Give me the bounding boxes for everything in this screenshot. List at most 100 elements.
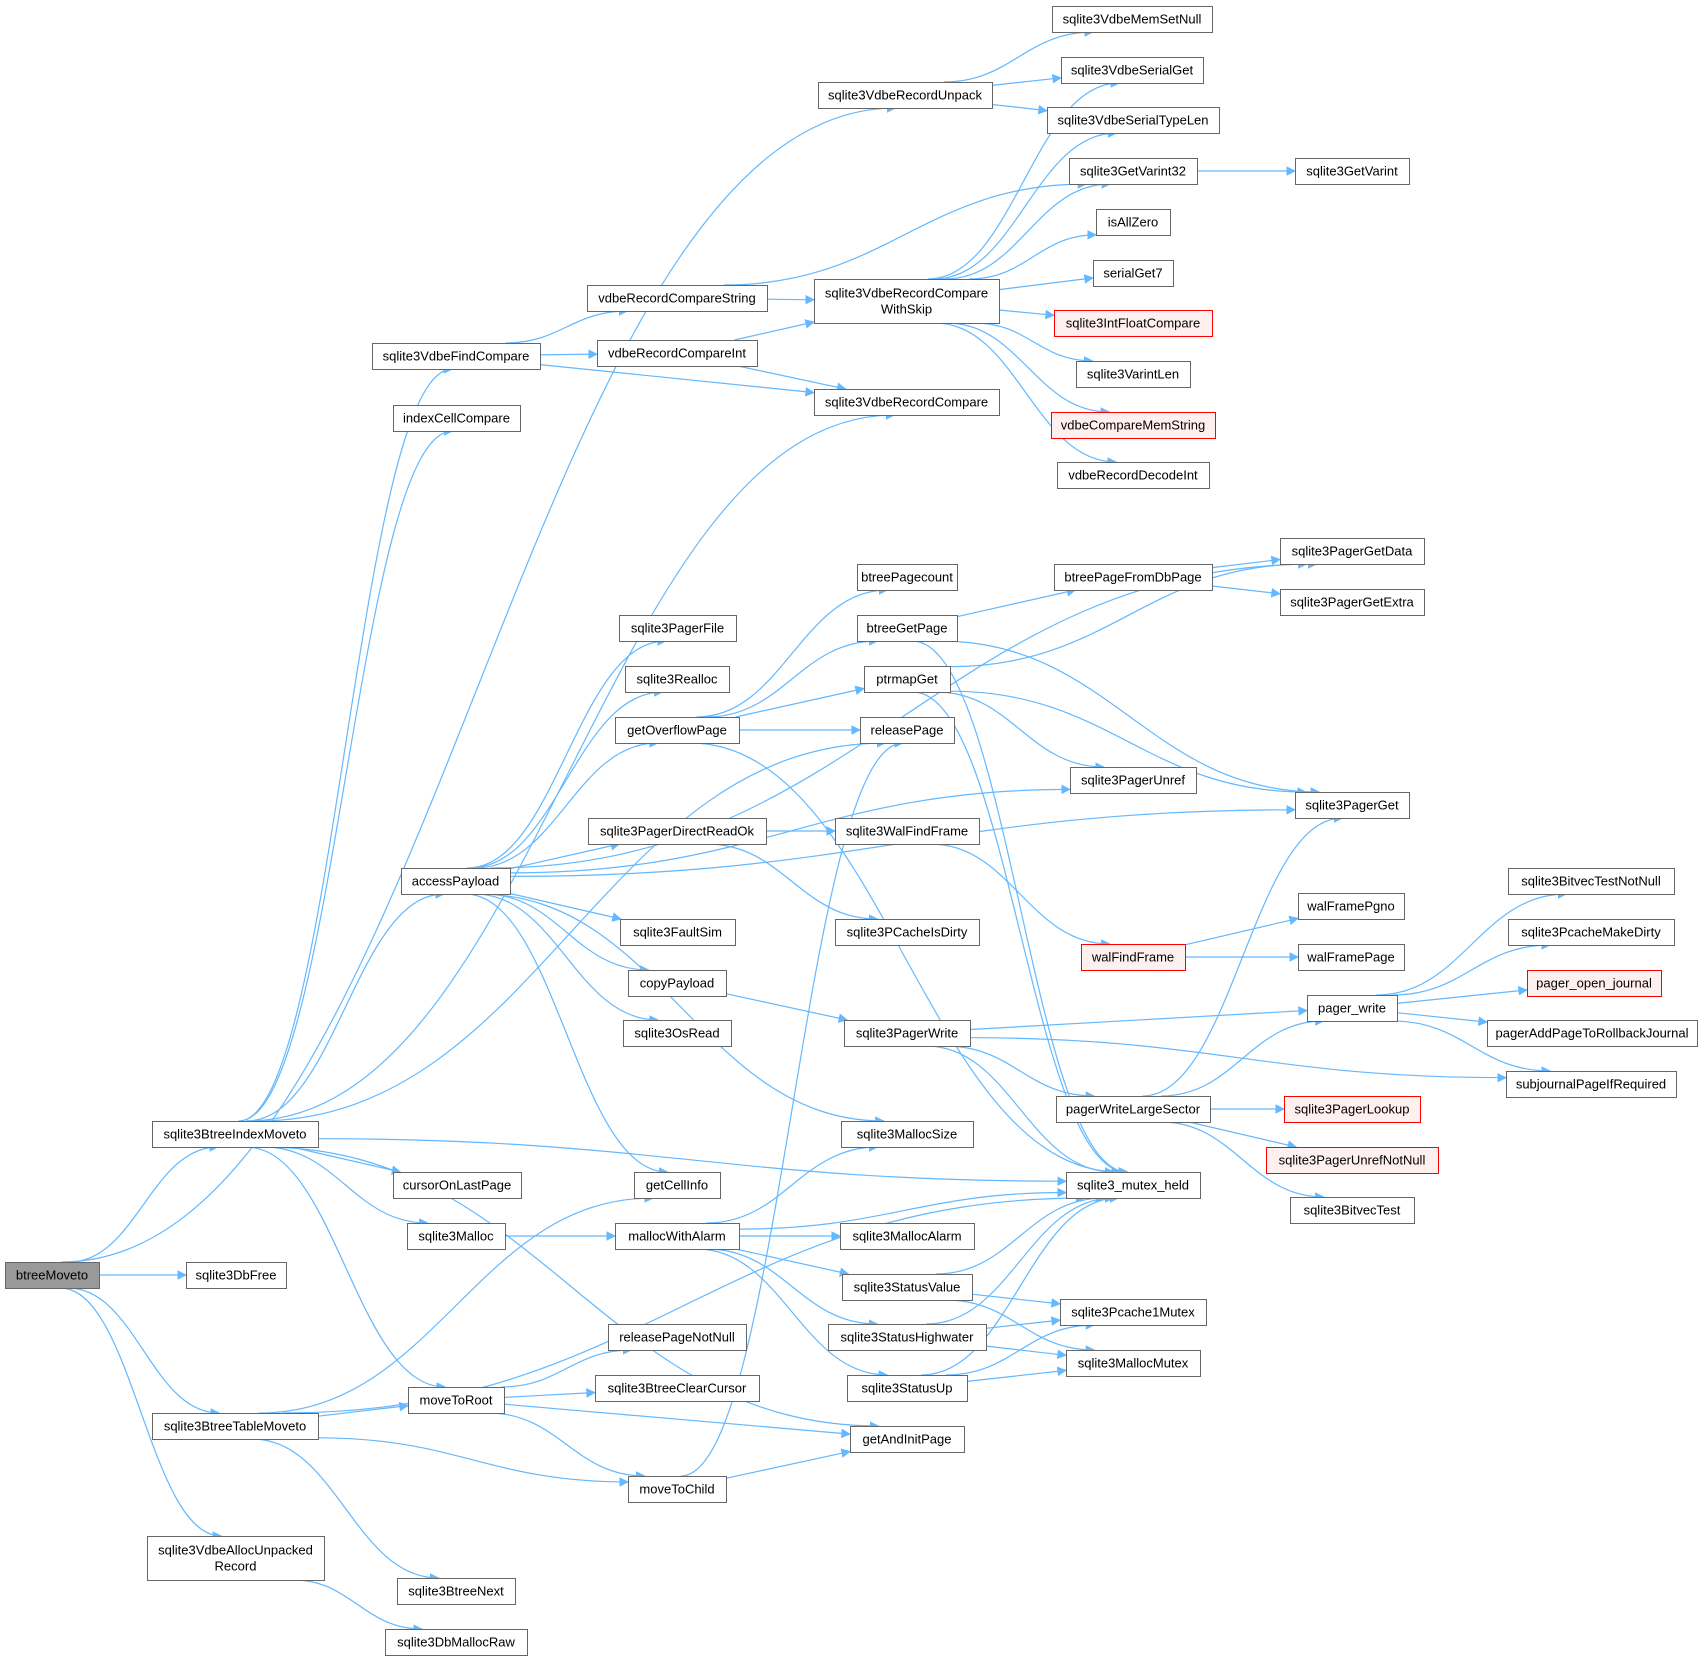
node-label: vdbeRecordCompareString [598, 291, 756, 306]
node-sqlite3-malloc-alarm[interactable]: sqlite3MallocAlarm [840, 1223, 975, 1250]
node-pager-open-journal[interactable]: pager_open_journal [1527, 970, 1662, 997]
node-sqlite3-fault-sim[interactable]: sqlite3FaultSim [620, 919, 736, 946]
node-sqlite3-vdbe-record-unpack[interactable]: sqlite3VdbeRecordUnpack [818, 82, 993, 109]
node-sqlite3-vdbe-mem-set-null[interactable]: sqlite3VdbeMemSetNull [1052, 6, 1213, 33]
node-sqlite3-btree-index-moveto[interactable]: sqlite3BtreeIndexMoveto [152, 1121, 319, 1148]
node-wal-frame-pgno[interactable]: walFramePgno [1298, 893, 1405, 920]
node-sqlite3-pager-get-data[interactable]: sqlite3PagerGetData [1280, 538, 1425, 565]
node-sqlite3-malloc-size[interactable]: sqlite3MallocSize [841, 1121, 974, 1148]
node-pager-write[interactable]: pager_write [1307, 995, 1398, 1022]
node-sqlite3-varint-len[interactable]: sqlite3VarintLen [1076, 361, 1191, 388]
node-label: btreeGetPage [867, 621, 948, 636]
node-label: ptrmapGet [876, 672, 938, 687]
node-vdbe-record-decode-int[interactable]: vdbeRecordDecodeInt [1057, 462, 1210, 489]
node-sqlite3-pager-file[interactable]: sqlite3PagerFile [619, 615, 737, 642]
node-sqlite3-db-free[interactable]: sqlite3DbFree [186, 1262, 287, 1289]
node-sqlite3-bitvec-test-not-null[interactable]: sqlite3BitvecTestNotNull [1508, 868, 1675, 895]
node-sqlite3-mutex-held[interactable]: sqlite3_mutex_held [1066, 1172, 1201, 1199]
node-label: sqlite3IntFloatCompare [1066, 316, 1200, 331]
node-sqlite3-malloc-mutex[interactable]: sqlite3MallocMutex [1066, 1350, 1201, 1377]
node-get-and-init-page[interactable]: getAndInitPage [850, 1426, 965, 1453]
node-wal-frame-page[interactable]: walFramePage [1298, 944, 1405, 971]
node-sqlite3-status-value[interactable]: sqlite3StatusValue [842, 1274, 973, 1301]
edge-sqlite3-btree-index-moveto-to-move-to-root [245, 1146, 447, 1392]
node-sqlite3-malloc[interactable]: sqlite3Malloc [407, 1223, 506, 1250]
edge-sqlite3-vdbe-record-compare-with-skip-to-is-all-zero [969, 230, 1097, 280]
node-wal-find-frame[interactable]: walFindFrame [1081, 944, 1186, 971]
node-vdbe-record-compare-int[interactable]: vdbeRecordCompareInt [597, 340, 758, 367]
node-sqlite3-vdbe-find-compare[interactable]: sqlite3VdbeFindCompare [372, 343, 541, 370]
node-label: isAllZero [1108, 215, 1159, 230]
node-label: accessPayload [412, 874, 499, 889]
node-pager-add-page-to-rollback-journal[interactable]: pagerAddPageToRollbackJournal [1487, 1020, 1698, 1047]
node-sqlite3-pager-get[interactable]: sqlite3PagerGet [1295, 792, 1410, 819]
node-vdbe-record-compare-string[interactable]: vdbeRecordCompareString [587, 285, 768, 312]
node-sqlite3-int-float-compare[interactable]: sqlite3IntFloatCompare [1054, 310, 1213, 337]
node-sqlite3-db-malloc-raw[interactable]: sqlite3DbMallocRaw [385, 1629, 528, 1656]
node-label: sqlite3GetVarint [1306, 164, 1398, 179]
node-sqlite3-pager-get-extra[interactable]: sqlite3PagerGetExtra [1280, 589, 1425, 616]
node-sqlite3-btree-next[interactable]: sqlite3BtreeNext [397, 1578, 516, 1605]
edge-get-overflow-page-to-ptrmap-get [735, 685, 865, 718]
node-pager-write-large-sector[interactable]: pagerWriteLargeSector [1056, 1096, 1211, 1123]
node-label: sqlite3PCacheIsDirty [847, 925, 968, 940]
node-release-page-not-null[interactable]: releasePageNotNull [608, 1324, 747, 1351]
node-sqlite3-realloc[interactable]: sqlite3Realloc [625, 666, 730, 693]
node-sqlite3-pcache1-mutex[interactable]: sqlite3Pcache1Mutex [1060, 1299, 1207, 1326]
node-move-to-root[interactable]: moveToRoot [408, 1387, 505, 1414]
node-sqlite3-vdbe-record-compare[interactable]: sqlite3VdbeRecordCompare [814, 389, 1000, 416]
node-malloc-with-alarm[interactable]: mallocWithAlarm [615, 1223, 740, 1250]
node-sqlite3-os-read[interactable]: sqlite3OsRead [623, 1020, 732, 1047]
node-index-cell-compare[interactable]: indexCellCompare [393, 405, 521, 432]
node-label: sqlite3StatusHighwater [841, 1330, 975, 1345]
node-cursor-on-last-page[interactable]: cursorOnLastPage [393, 1172, 522, 1199]
node-label: sqlite3VdbeMemSetNull [1063, 12, 1202, 27]
node-release-page[interactable]: releasePage [860, 717, 955, 744]
node-move-to-child[interactable]: moveToChild [628, 1476, 727, 1503]
node-sqlite3-pager-write[interactable]: sqlite3PagerWrite [844, 1020, 971, 1047]
node-sqlite3-pager-direct-read-ok[interactable]: sqlite3PagerDirectReadOk [588, 818, 767, 845]
node-box [147, 1536, 325, 1581]
node-get-overflow-page[interactable]: getOverflowPage [615, 717, 740, 744]
node-label: walFramePgno [1306, 899, 1394, 914]
node-is-all-zero[interactable]: isAllZero [1096, 209, 1171, 236]
node-access-payload[interactable]: accessPayload [401, 868, 511, 895]
node-sqlite3-status-up[interactable]: sqlite3StatusUp [847, 1375, 968, 1402]
node-btree-get-page[interactable]: btreeGetPage [857, 615, 958, 642]
node-sqlite3-vdbe-serial-type-len[interactable]: sqlite3VdbeSerialTypeLen [1047, 107, 1220, 134]
node-sqlite3-pager-unref-not-null[interactable]: sqlite3PagerUnrefNotNull [1266, 1147, 1439, 1174]
node-sqlite3-bitvec-test[interactable]: sqlite3BitvecTest [1290, 1197, 1415, 1224]
node-sqlite3-wal-find-frame[interactable]: sqlite3WalFindFrame [835, 818, 980, 845]
node-label: sqlite3PagerUnrefNotNull [1279, 1153, 1426, 1168]
node-sqlite3-btree-clear-cursor[interactable]: sqlite3BtreeClearCursor [595, 1375, 760, 1402]
node-serial-get7[interactable]: serialGet7 [1093, 260, 1174, 287]
node-sqlite3-pager-lookup[interactable]: sqlite3PagerLookup [1284, 1096, 1421, 1123]
node-box [1506, 1071, 1677, 1098]
node-box [814, 389, 1000, 416]
edge-vdbe-record-compare-int-to-sqlite3-vdbe-record-compare [737, 365, 847, 392]
node-sqlite3-pcache-make-dirty[interactable]: sqlite3PcacheMakeDirty [1508, 919, 1675, 946]
edge-sqlite3-vdbe-record-unpack-to-sqlite3-vdbe-mem-set-null [943, 27, 1095, 83]
node-vdbe-compare-mem-string[interactable]: vdbeCompareMemString [1051, 412, 1216, 439]
node-sqlite3-get-varint[interactable]: sqlite3GetVarint [1295, 158, 1410, 185]
node-ptrmap-get[interactable]: ptrmapGet [864, 666, 951, 693]
node-sqlite3-pcache-is-dirty[interactable]: sqlite3PCacheIsDirty [835, 919, 980, 946]
node-label: sqlite3PagerFile [631, 621, 724, 636]
node-sqlite3-vdbe-serial-get[interactable]: sqlite3VdbeSerialGet [1061, 57, 1204, 84]
node-box [628, 1476, 727, 1503]
node-btree-pagecount[interactable]: btreePagecount [857, 564, 958, 591]
node-box [1266, 1147, 1439, 1174]
node-sqlite3-pager-unref[interactable]: sqlite3PagerUnref [1070, 767, 1197, 794]
node-btree-page-from-db-page[interactable]: btreePageFromDbPage [1054, 564, 1213, 591]
node-sqlite3-status-highwater[interactable]: sqlite3StatusHighwater [828, 1324, 987, 1351]
node-copy-payload[interactable]: copyPayload [628, 970, 727, 997]
node-sqlite3-get-varint32[interactable]: sqlite3GetVarint32 [1069, 158, 1198, 185]
node-sqlite3-btree-table-moveto[interactable]: sqlite3BtreeTableMoveto [152, 1413, 319, 1440]
node-get-cell-info[interactable]: getCellInfo [634, 1172, 721, 1199]
node-subjournal-page-if-required[interactable]: subjournalPageIfRequired [1506, 1071, 1677, 1098]
edge-sqlite3-status-value-to-sqlite3-mutex-held [935, 1193, 1106, 1275]
node-box [1061, 57, 1204, 84]
node-label: sqlite3PcacheMakeDirty [1521, 925, 1661, 940]
